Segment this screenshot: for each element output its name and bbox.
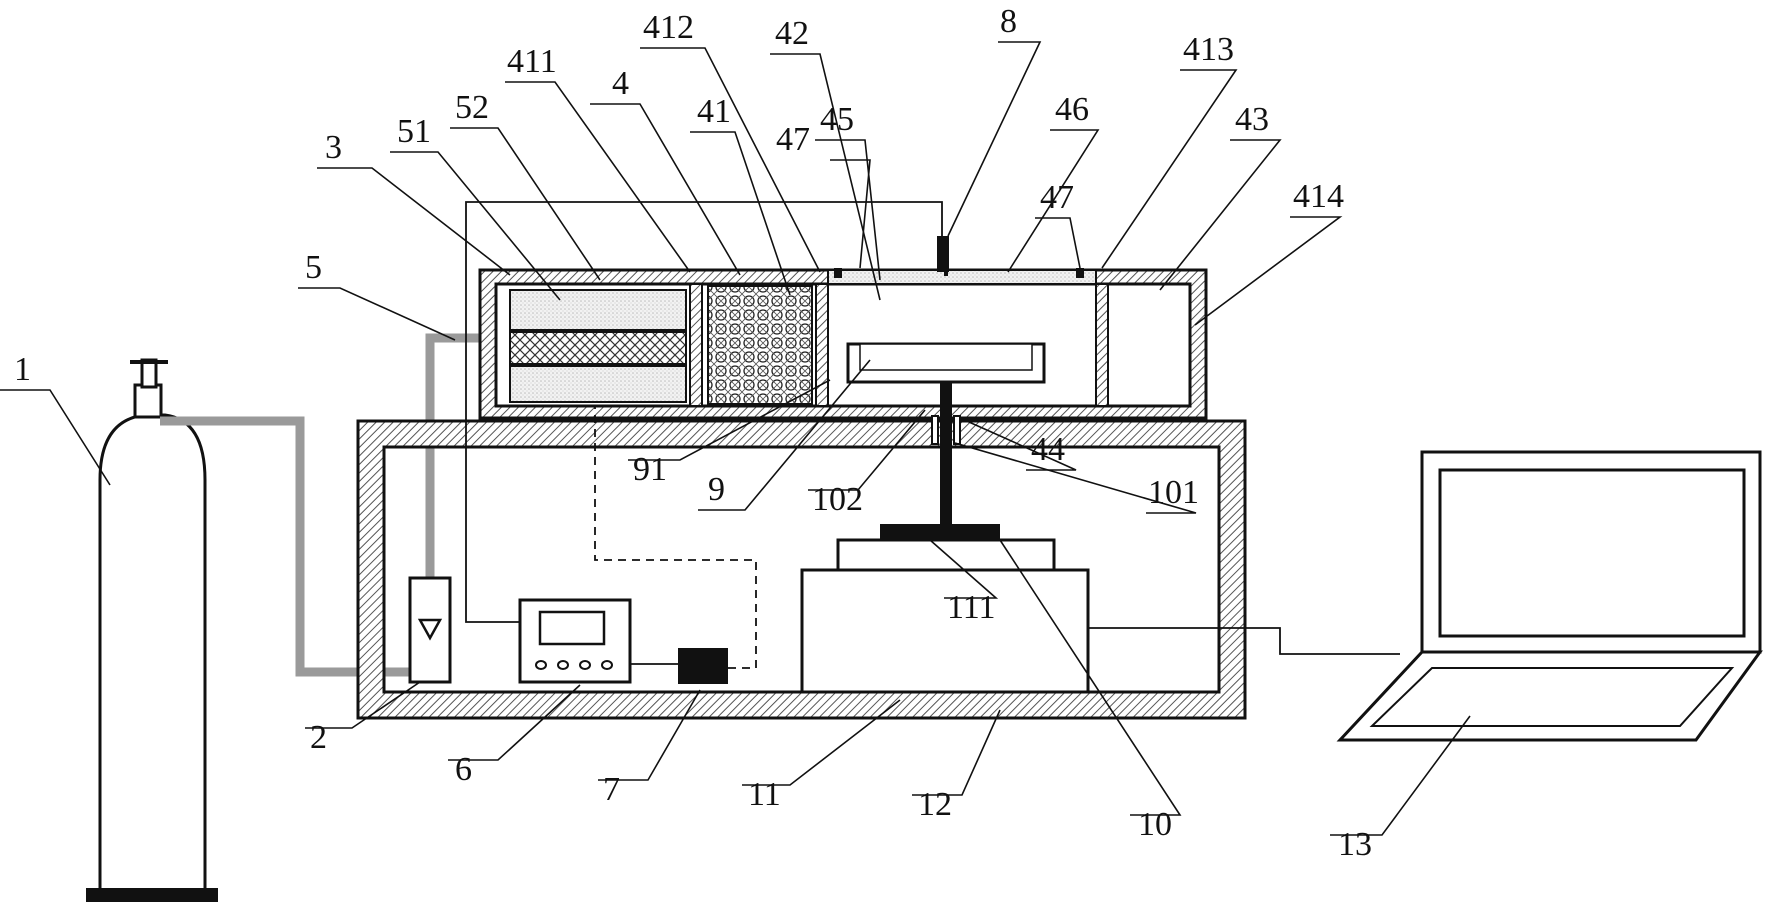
label-47a: 47: [776, 121, 810, 158]
sensor-probe: [937, 236, 949, 276]
label-42: 42: [775, 15, 809, 52]
label-9: 9: [708, 471, 725, 508]
label-52: 52: [455, 89, 489, 126]
label-1: 1: [14, 351, 31, 388]
label-101: 101: [1148, 474, 1199, 511]
seal-point: [834, 268, 842, 278]
filter-layers: [509, 289, 687, 403]
label-3: 3: [325, 129, 342, 166]
balance: [800, 538, 1090, 694]
label-47b: 47: [1040, 179, 1074, 216]
label-10: 10: [1138, 806, 1172, 843]
label-411: 411: [507, 43, 557, 80]
label-13: 13: [1338, 826, 1372, 863]
label-43: 43: [1235, 101, 1269, 138]
signal-wires: [465, 201, 1400, 669]
relay-block: [678, 648, 728, 684]
label-8: 8: [1000, 3, 1017, 40]
seal-point: [1076, 268, 1084, 278]
label-44: 44: [1031, 431, 1065, 468]
sample-tray: [846, 342, 1046, 384]
label-41: 41: [697, 93, 731, 130]
label-413: 413: [1183, 31, 1234, 68]
part-labels: 1 2 3 4 5 6 7 8 9 10 11 12 13 41 42 43 4…: [14, 3, 1372, 863]
label-111: 111: [947, 589, 995, 626]
label-4: 4: [612, 65, 629, 102]
mesh-module: [707, 285, 813, 405]
controller: [518, 598, 632, 684]
label-7: 7: [603, 771, 620, 808]
flow-meter: [408, 576, 452, 684]
label-91: 91: [633, 451, 667, 488]
label-12: 12: [918, 786, 952, 823]
label-412: 412: [643, 9, 694, 46]
label-2: 2: [310, 719, 327, 756]
label-51: 51: [397, 113, 431, 150]
leader-lines: [0, 41, 1471, 836]
label-414: 414: [1293, 178, 1344, 215]
label-102: 102: [812, 481, 863, 518]
label-45: 45: [820, 101, 854, 138]
label-46: 46: [1055, 91, 1089, 128]
label-11: 11: [748, 776, 781, 813]
label-6: 6: [455, 751, 472, 788]
upper-chamber: [478, 268, 1208, 420]
load-rod: [880, 382, 1000, 540]
label-5: 5: [305, 249, 322, 286]
gas-cylinder: [86, 358, 218, 902]
laptop: [1336, 450, 1763, 742]
